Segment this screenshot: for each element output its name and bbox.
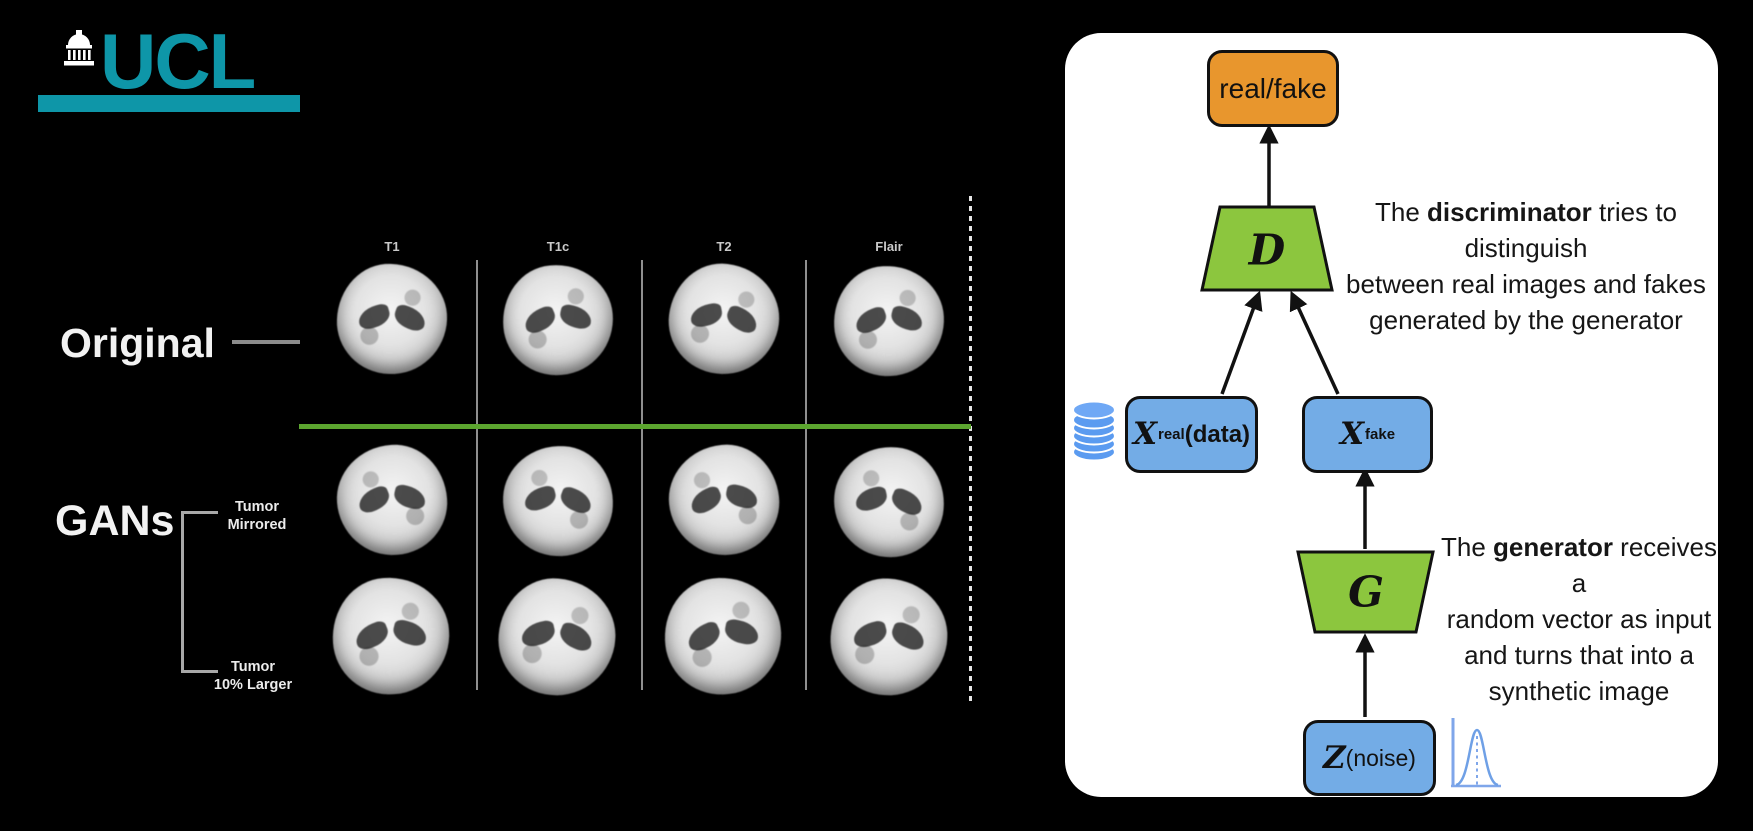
ucl-dome-icon <box>64 30 94 66</box>
row-label-original: Original <box>60 320 215 366</box>
brain-scan <box>500 443 616 559</box>
generator-label: G <box>1348 567 1384 617</box>
row-label-tumor-larger: Tumor 10% Larger <box>213 659 293 693</box>
real-fake-node: real/fake <box>1207 50 1339 127</box>
brain-scan <box>663 439 785 561</box>
arrow-xreal-to-d <box>1220 290 1263 395</box>
ucl-logo-underline <box>38 95 300 112</box>
brain-scan <box>829 442 949 562</box>
grid-right-dashed-border <box>969 196 972 706</box>
brain-scan <box>662 257 786 381</box>
discriminator-label: D <box>1248 225 1286 275</box>
original-gans-divider-line <box>299 424 971 429</box>
original-label-connector <box>232 340 300 344</box>
grid-divider-vertical <box>805 260 807 690</box>
z-noise-node: Z (noise) <box>1303 720 1436 796</box>
grid-divider-vertical <box>641 260 643 690</box>
diagram-arrows-and-shapes <box>1200 124 1435 717</box>
brain-scan <box>333 441 451 559</box>
column-header-flair: Flair <box>875 239 903 254</box>
brain-scan <box>335 262 449 376</box>
brain-scan <box>831 263 947 379</box>
brain-scan <box>493 573 621 701</box>
gan-diagram-panel: real/fake D G The discriminator tries to… <box>1065 33 1718 797</box>
generator-note: The generator receives a random vector a… <box>1441 532 1717 706</box>
generator-trapezoid <box>1296 550 1435 634</box>
gans-bracket <box>181 511 184 672</box>
grid-divider-vertical <box>476 260 478 690</box>
discriminator-note: The discriminator tries to distinguish b… <box>1346 197 1706 335</box>
brain-scan <box>498 260 618 380</box>
column-header-t1c: T1c <box>546 239 570 254</box>
gans-bracket <box>181 511 218 514</box>
database-icon <box>1072 400 1116 462</box>
row-label-gans: GANs <box>55 497 175 545</box>
ucl-logo-text: UCL <box>100 17 256 105</box>
brain-scan <box>827 575 951 699</box>
brain-scan <box>328 573 454 699</box>
column-header-t2: T2 <box>716 239 732 254</box>
gaussian-distribution-icon <box>1451 718 1501 788</box>
column-header-t1: T1 <box>384 239 400 254</box>
row-label-tumor-mirrored: Tumor Mirrored <box>227 499 287 533</box>
discriminator-trapezoid <box>1200 205 1334 292</box>
gans-bracket <box>181 670 218 673</box>
ucl-logo: UCL <box>38 18 318 118</box>
brain-scan <box>658 571 788 701</box>
arrow-xfake-to-d <box>1289 290 1340 395</box>
